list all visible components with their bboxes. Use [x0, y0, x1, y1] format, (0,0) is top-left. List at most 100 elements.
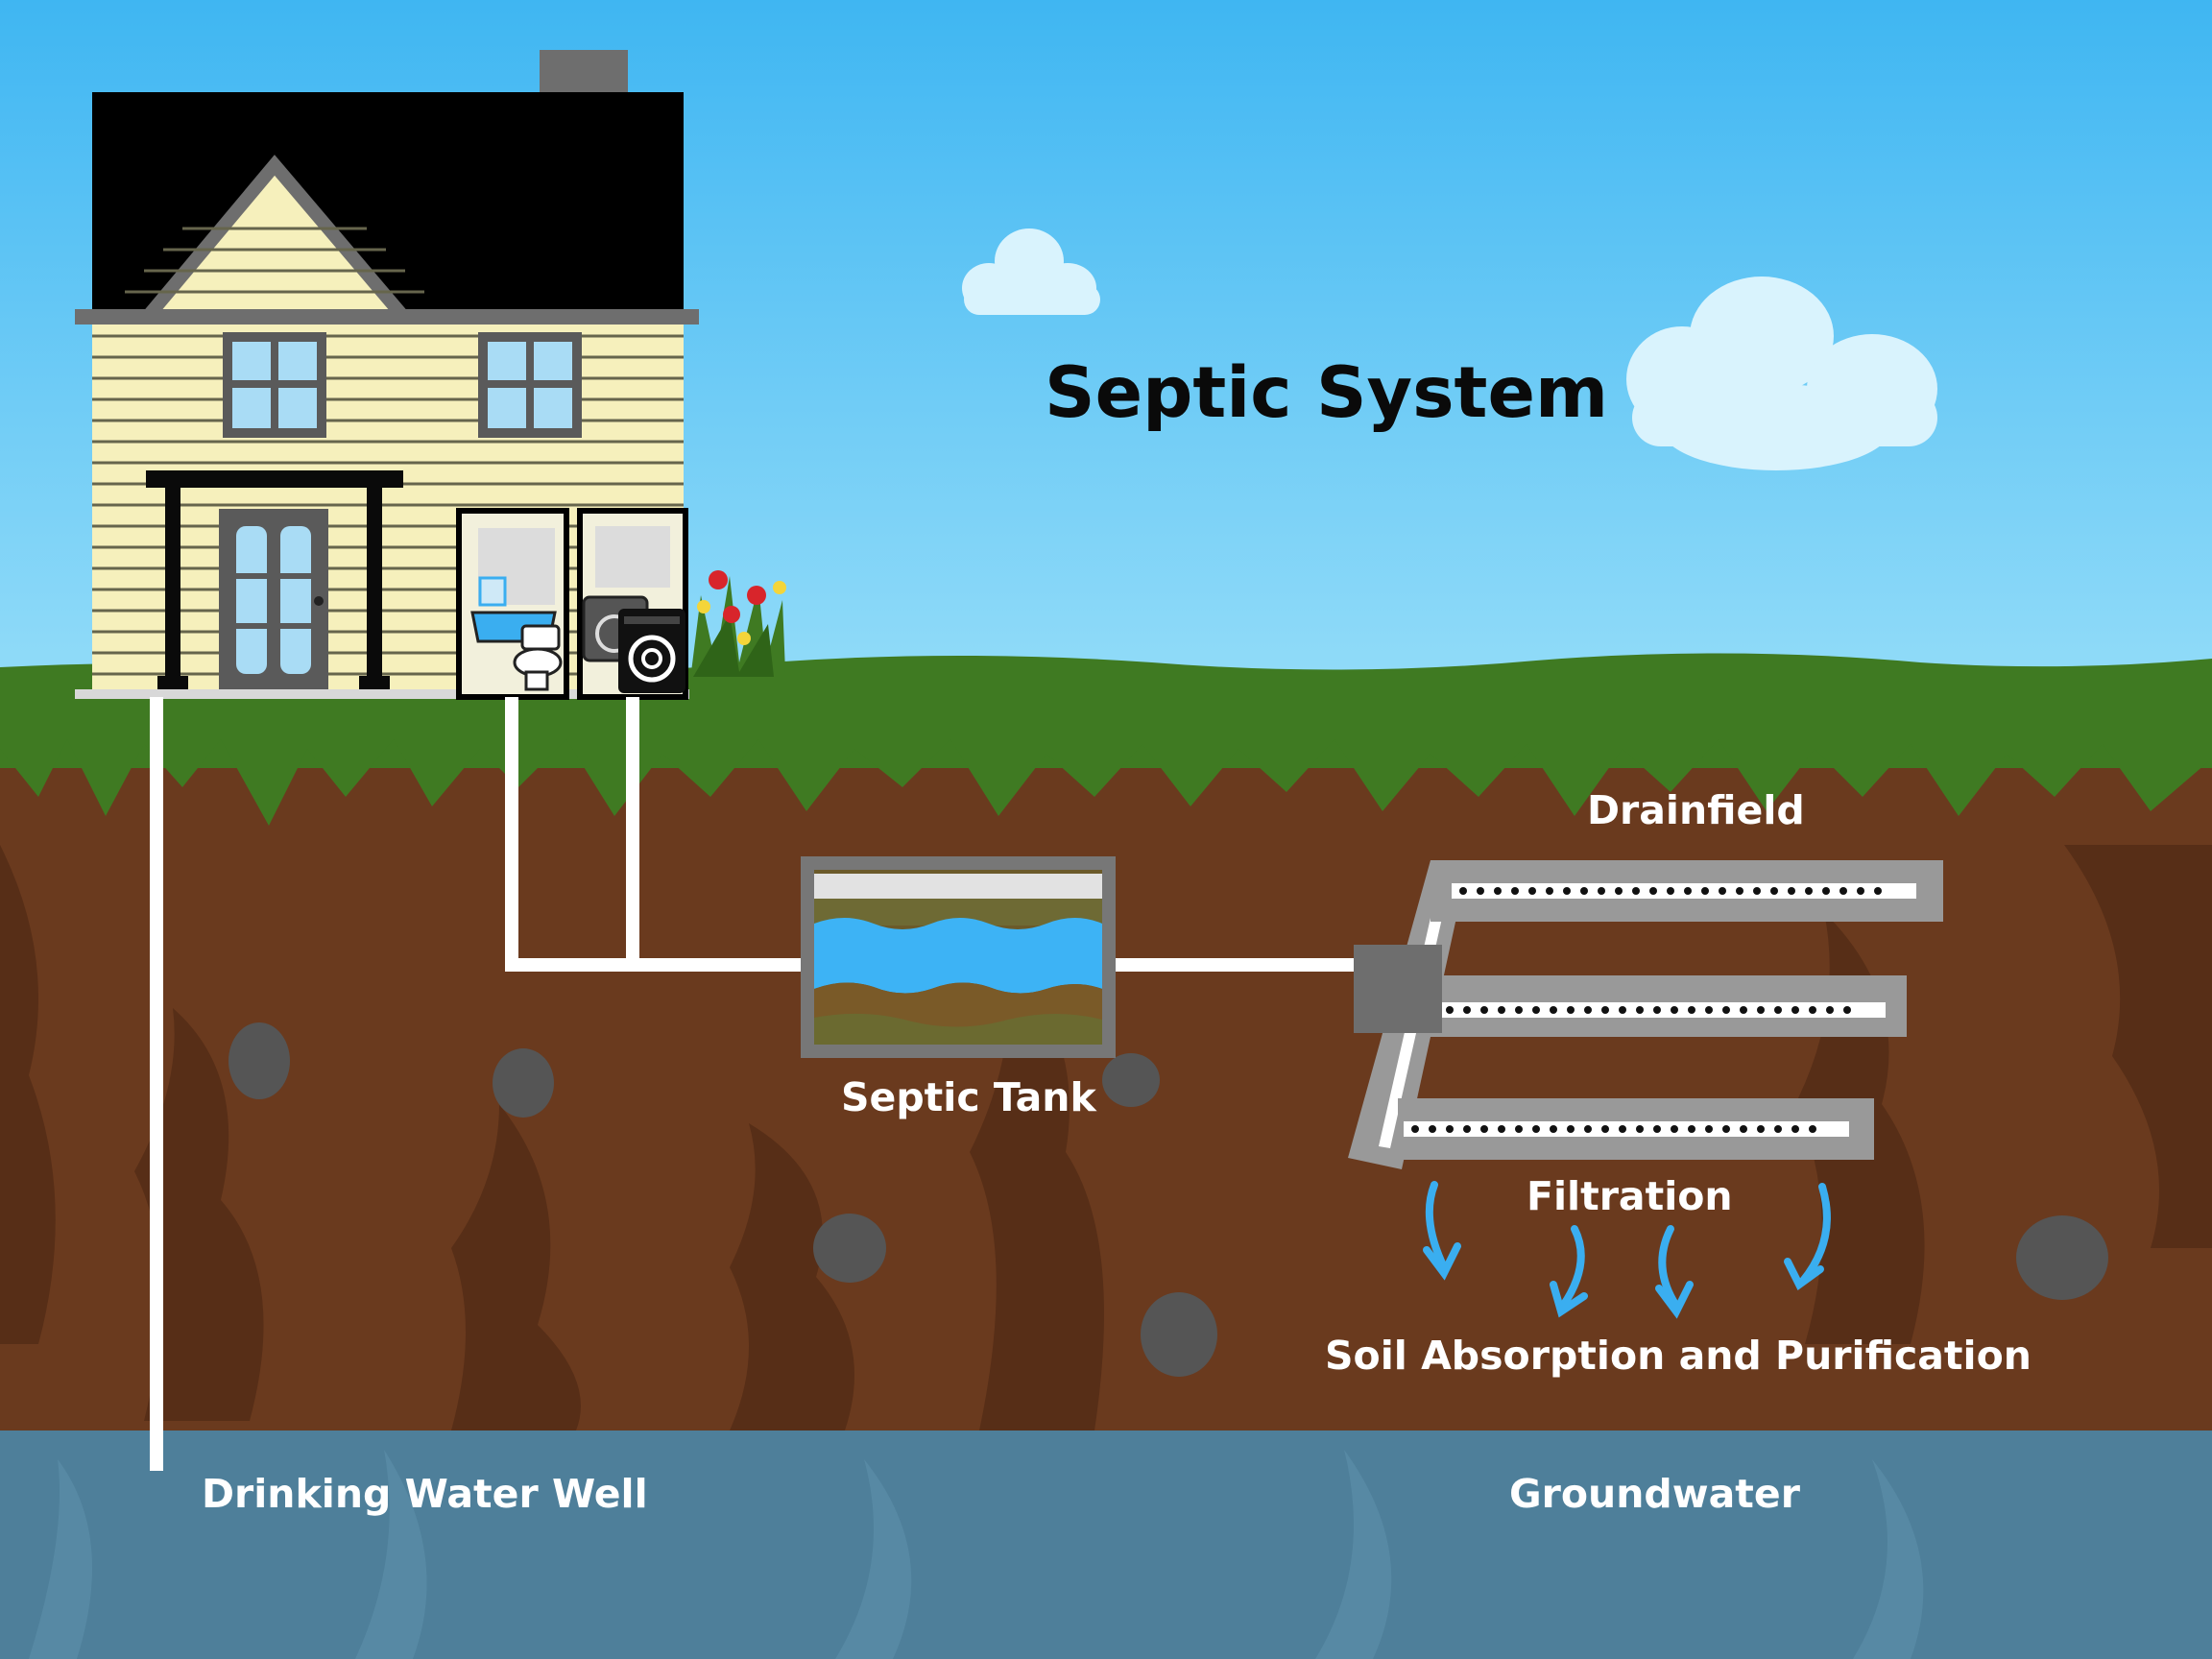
perforation-dot — [1671, 1006, 1678, 1014]
house — [75, 50, 786, 700]
toilet-icon — [513, 624, 563, 691]
perforation-dot — [1826, 1006, 1834, 1014]
perforation-dot — [1411, 1125, 1419, 1133]
perforation-dot — [1740, 1006, 1747, 1014]
perforation-dot — [1757, 1125, 1765, 1133]
perforation-dot — [1653, 1006, 1661, 1014]
perforation-dot — [1532, 1006, 1540, 1014]
perforation-dot — [1446, 1006, 1454, 1014]
eave — [75, 309, 699, 325]
perforation-dot — [1515, 1125, 1523, 1133]
groundwater-label: Groundwater — [1509, 1471, 1800, 1517]
perforation-dot — [1688, 1125, 1695, 1133]
perforation-dot — [1498, 1125, 1505, 1133]
gable-trim — [140, 155, 411, 324]
perforation-dot — [1515, 1006, 1523, 1014]
perforation-dot — [1722, 1006, 1730, 1014]
septic-tank — [801, 856, 1116, 1058]
perforation-dot — [1563, 887, 1571, 895]
shower-icon — [478, 576, 507, 607]
grass-roots — [0, 672, 2212, 826]
perforation-dot — [1598, 887, 1605, 895]
perforation-dot — [1580, 887, 1588, 895]
gable — [144, 175, 405, 317]
perforation-dot — [1809, 1006, 1816, 1014]
perforation-dot — [1791, 1125, 1799, 1133]
perforation-dot — [1615, 887, 1623, 895]
perforation-dot — [1601, 1006, 1609, 1014]
drain-perforations — [1411, 887, 1882, 1133]
perforation-dot — [1584, 1125, 1592, 1133]
perforation-dot — [1788, 887, 1795, 895]
drainfield-label: Drainfield — [1587, 787, 1805, 833]
perforation-dot — [1736, 887, 1743, 895]
chimney — [540, 50, 628, 94]
perforation-dot — [1791, 1006, 1799, 1014]
perforation-dot — [1632, 887, 1640, 895]
perforation-dot — [1429, 1125, 1436, 1133]
flower-bush — [691, 570, 786, 677]
perforation-dot — [1757, 1006, 1765, 1014]
perforation-dot — [1477, 887, 1484, 895]
porch — [146, 470, 403, 689]
distribution-box — [1354, 945, 1442, 1033]
small-cloud — [962, 228, 1100, 315]
window-upper-left — [223, 332, 326, 438]
perforation-dot — [1480, 1006, 1488, 1014]
perforation-dot — [1459, 887, 1467, 895]
perforation-dot — [1843, 1006, 1851, 1014]
perforation-dot — [1619, 1006, 1626, 1014]
perforation-dot — [1567, 1006, 1575, 1014]
perforation-dot — [1584, 1006, 1592, 1014]
tank-to-dbox-pipe — [1112, 958, 1359, 972]
filtration-label: Filtration — [1527, 1173, 1733, 1219]
large-cloud — [1626, 276, 1937, 470]
perforation-dot — [1753, 887, 1761, 895]
perforation-dot — [1532, 1125, 1540, 1133]
groundwater-ripples — [29, 1450, 1924, 1659]
perforation-dot — [1619, 1125, 1626, 1133]
perforation-dot — [1740, 1125, 1747, 1133]
perforation-dot — [1550, 1125, 1557, 1133]
perforation-dot — [1636, 1125, 1644, 1133]
bathroom-cutaway — [456, 508, 569, 700]
perforation-dot — [1667, 887, 1674, 895]
perforation-dot — [1770, 887, 1778, 895]
perforation-dot — [1480, 1125, 1488, 1133]
perforation-dot — [1805, 887, 1813, 895]
perforation-dot — [1649, 887, 1657, 895]
perforation-dot — [1446, 1125, 1454, 1133]
perforation-dot — [1463, 1125, 1471, 1133]
perforation-dot — [1636, 1006, 1644, 1014]
perforation-dot — [1550, 1006, 1557, 1014]
window-upper-right — [478, 332, 582, 438]
perforation-dot — [1567, 1125, 1575, 1133]
perforation-dot — [1822, 887, 1830, 895]
perforation-dot — [1705, 1006, 1713, 1014]
perforation-dot — [1874, 887, 1882, 895]
well-pipe — [150, 697, 163, 1471]
perforation-dot — [1498, 1006, 1505, 1014]
perforation-dot — [1653, 1125, 1661, 1133]
diagram-title: Septic System — [1045, 352, 1609, 434]
perforation-dot — [1601, 1125, 1609, 1133]
perforation-dot — [1528, 887, 1536, 895]
septic-tank-label: Septic Tank — [841, 1074, 1096, 1120]
bathroom-drain-pipe — [505, 697, 518, 972]
perforation-dot — [1722, 1125, 1730, 1133]
perforation-dot — [1774, 1125, 1782, 1133]
perforation-dot — [1839, 887, 1847, 895]
rocks — [228, 1022, 2108, 1377]
house-foundation — [75, 689, 689, 699]
perforation-dot — [1701, 887, 1709, 895]
perforation-dot — [1511, 887, 1519, 895]
perforation-dot — [1463, 1006, 1471, 1014]
perforation-dot — [1688, 1006, 1695, 1014]
drinking-water-well-label: Drinking Water Well — [202, 1471, 648, 1517]
drain-trench-2 — [1431, 975, 1907, 1037]
perforation-dot — [1705, 1125, 1713, 1133]
perforation-dot — [1809, 1125, 1816, 1133]
perforation-dot — [1671, 1125, 1678, 1133]
drainfield — [1348, 860, 1943, 1169]
perforation-dot — [1684, 887, 1692, 895]
